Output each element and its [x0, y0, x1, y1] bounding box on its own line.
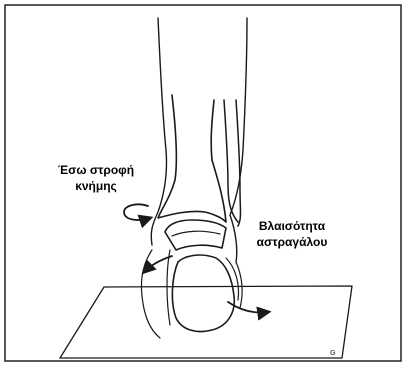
floor-plate — [60, 286, 352, 358]
fibula-bone-inner — [224, 100, 238, 222]
calcaneus-bone — [172, 255, 234, 331]
label-talus-valgus-line2: αστραγάλου — [257, 235, 328, 249]
fibula-bone-outer — [236, 100, 241, 226]
foot-outline-right — [236, 262, 242, 308]
tibia-bone — [158, 95, 226, 222]
talus-line — [172, 231, 220, 236]
rotation-arrow — [124, 204, 150, 220]
label-tibia-rotation-line2: κνήμης — [75, 179, 117, 193]
label-talus-valgus-line1: Βλαισότητα — [259, 219, 326, 233]
label-tibia-rotation-line1: Έσω στροφή — [58, 163, 134, 177]
heel-contour-left — [167, 250, 170, 325]
artist-signature: G — [330, 350, 336, 357]
frame-border — [5, 5, 401, 361]
leg-outline-left — [151, 18, 166, 245]
